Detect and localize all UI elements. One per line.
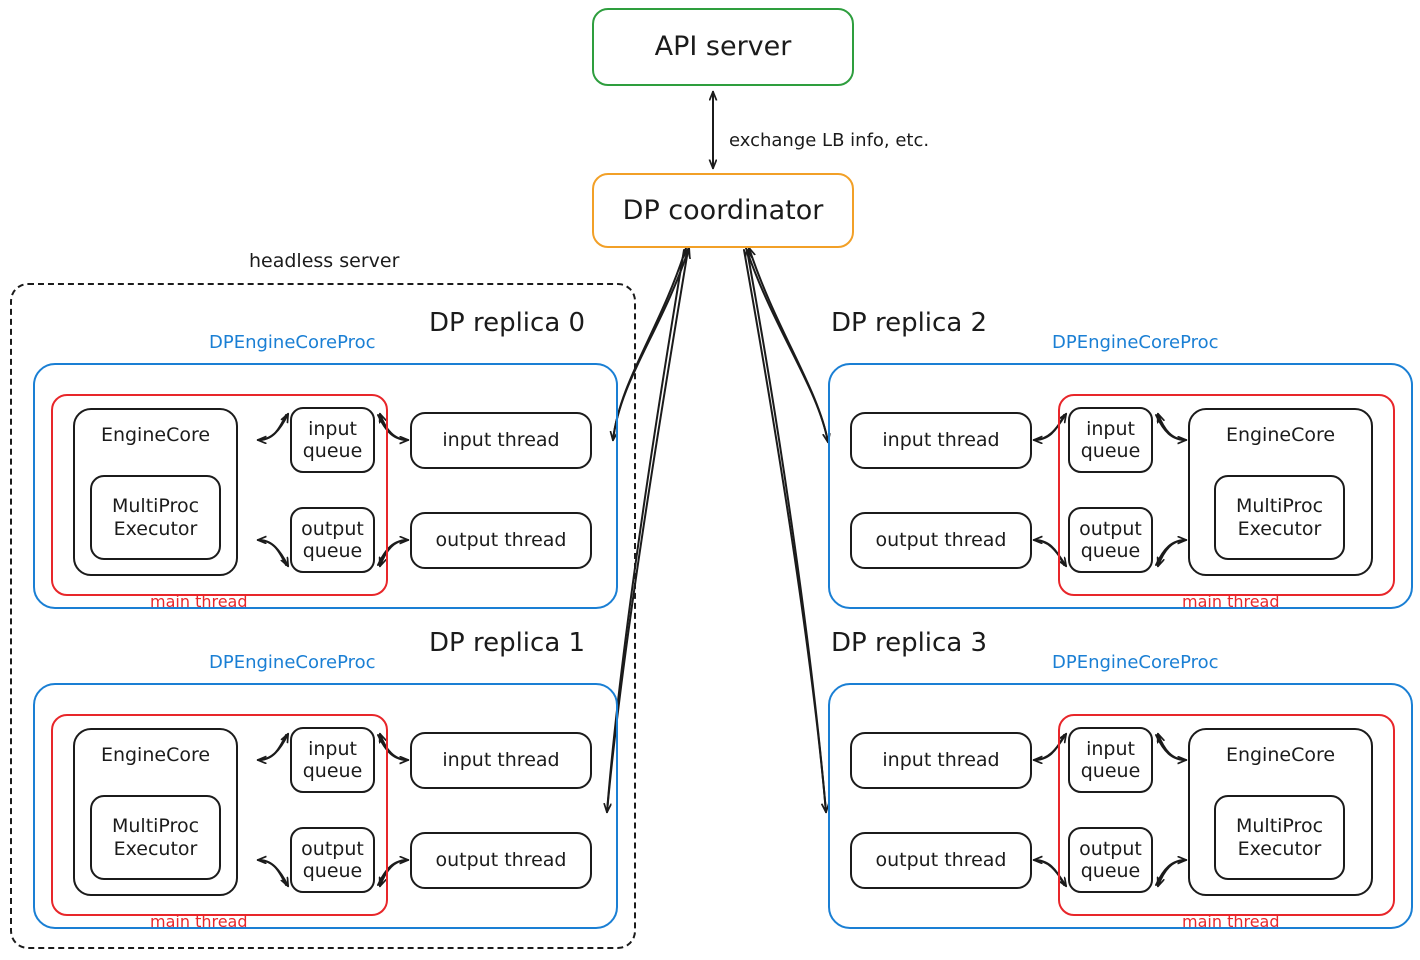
engine-core-label: EngineCore: [1225, 424, 1336, 446]
dp-replica-0-output-thread[interactable]: output thread: [410, 512, 592, 569]
multiproc-executor-line2: Executor: [1237, 837, 1322, 860]
input-queue-line2: queue: [302, 760, 363, 782]
dp-replica-3-main-thread-box: [1058, 714, 1395, 916]
dp-replica-1-process-box[interactable]: [33, 683, 618, 929]
dp-replica-2-output-thread[interactable]: output thread: [850, 512, 1032, 569]
dp-replica-2-main-thread-box: [1058, 394, 1395, 596]
output-queue-line1: output: [301, 837, 364, 860]
multiproc-executor-line2: Executor: [113, 837, 198, 860]
dp-replica-0-input-queue[interactable]: input queue: [290, 407, 375, 473]
dp-replica-0-main-thread-box: [51, 394, 388, 596]
input-thread-label: input thread: [442, 749, 560, 772]
dp-replica-0-output-queue[interactable]: output queue: [290, 507, 375, 573]
dp-replica-1-main-thread-box: [51, 714, 388, 916]
dp-replica-1-title: DP replica 1: [429, 628, 586, 658]
multiproc-executor-line2: Executor: [1237, 517, 1322, 540]
dp-replica-0-main-thread-label: main thread: [150, 592, 248, 611]
dp-replica-0-multiproc-executor[interactable]: MultiProc Executor: [90, 475, 221, 560]
dp-replica-3-multiproc-executor[interactable]: MultiProc Executor: [1214, 795, 1345, 880]
output-thread-label: output thread: [435, 849, 567, 872]
input-queue-line1: input: [308, 417, 357, 440]
output-queue-line2: queue: [302, 540, 363, 562]
dp-replica-2-main-thread-label: main thread: [1182, 592, 1280, 611]
output-queue-line1: output: [301, 517, 364, 540]
exchange-info-label: exchange LB info, etc.: [729, 130, 930, 151]
dp-replica-0-process-box[interactable]: [33, 363, 618, 609]
multiproc-executor-line2: Executor: [113, 517, 198, 540]
engine-core-label: EngineCore: [1225, 744, 1336, 766]
multiproc-executor-line1: MultiProc: [111, 495, 200, 518]
output-thread-label: output thread: [875, 529, 1007, 552]
dp-replica-1-input-thread[interactable]: input thread: [410, 732, 592, 789]
dp-replica-1-output-queue[interactable]: output queue: [290, 827, 375, 893]
api-server-label: API server: [654, 31, 792, 63]
dp-replica-0-process-label: DPEngineCoreProc: [209, 332, 376, 353]
input-queue-line1: input: [308, 737, 357, 760]
dp-replica-1-main-thread-label: main thread: [150, 912, 248, 931]
api-server-node[interactable]: API server: [592, 8, 854, 86]
multiproc-executor-line1: MultiProc: [111, 815, 200, 838]
output-queue-line2: queue: [1080, 860, 1141, 882]
input-queue-line2: queue: [1080, 760, 1141, 782]
multiproc-executor-line1: MultiProc: [1235, 815, 1324, 838]
dp-replica-3-main-thread-label: main thread: [1182, 912, 1280, 931]
dp-replica-1-output-thread[interactable]: output thread: [410, 832, 592, 889]
edge-replica-2-to-coordinator: [749, 248, 829, 443]
dp-replica-2-output-queue[interactable]: output queue: [1068, 507, 1153, 573]
edge-coordinator-to-replica-3: [743, 249, 826, 812]
input-thread-label: input thread: [882, 749, 1000, 772]
dp-replica-2-input-thread[interactable]: input thread: [850, 412, 1032, 469]
output-queue-line1: output: [1079, 517, 1142, 540]
input-queue-line2: queue: [1080, 440, 1141, 462]
dp-coordinator-label: DP coordinator: [622, 194, 824, 226]
edge-coordinator-to-replica-2: [745, 247, 828, 442]
dp-replica-3-input-thread[interactable]: input thread: [850, 732, 1032, 789]
output-thread-label: output thread: [875, 849, 1007, 872]
dp-replica-2-multiproc-executor[interactable]: MultiProc Executor: [1214, 475, 1345, 560]
input-queue-line1: input: [1086, 737, 1135, 760]
input-thread-label: input thread: [442, 429, 560, 452]
output-queue-line2: queue: [302, 860, 363, 882]
dp-replica-1-input-queue[interactable]: input queue: [290, 727, 375, 793]
dp-replica-2-process-box[interactable]: [828, 363, 1413, 609]
output-thread-label: output thread: [435, 529, 567, 552]
engine-core-label: EngineCore: [100, 424, 211, 446]
dp-replica-3-process-label: DPEngineCoreProc: [1052, 652, 1219, 673]
edge-replica-3-to-coordinator: [747, 250, 827, 813]
input-thread-label: input thread: [882, 429, 1000, 452]
headless-server-group: [10, 283, 636, 949]
multiproc-executor-line1: MultiProc: [1235, 495, 1324, 518]
dp-replica-0-title: DP replica 0: [429, 308, 586, 338]
dp-coordinator-node[interactable]: DP coordinator: [592, 173, 854, 248]
input-queue-line2: queue: [302, 440, 363, 462]
dp-replica-3-process-box[interactable]: [828, 683, 1413, 929]
dp-replica-2-input-queue[interactable]: input queue: [1068, 407, 1153, 473]
dp-replica-3-output-queue[interactable]: output queue: [1068, 827, 1153, 893]
dp-replica-2-process-label: DPEngineCoreProc: [1052, 332, 1219, 353]
dp-replica-3-title: DP replica 3: [831, 628, 988, 658]
dp-replica-3-input-queue[interactable]: input queue: [1068, 727, 1153, 793]
input-queue-line1: input: [1086, 417, 1135, 440]
dp-replica-3-output-thread[interactable]: output thread: [850, 832, 1032, 889]
dp-replica-2-title: DP replica 2: [831, 308, 988, 338]
dp-replica-1-multiproc-executor[interactable]: MultiProc Executor: [90, 795, 221, 880]
dp-replica-1-process-label: DPEngineCoreProc: [209, 652, 376, 673]
output-queue-line1: output: [1079, 837, 1142, 860]
dp-replica-0-input-thread[interactable]: input thread: [410, 412, 592, 469]
output-queue-line2: queue: [1080, 540, 1141, 562]
engine-core-label: EngineCore: [100, 744, 211, 766]
headless-server-label: headless server: [249, 250, 400, 272]
